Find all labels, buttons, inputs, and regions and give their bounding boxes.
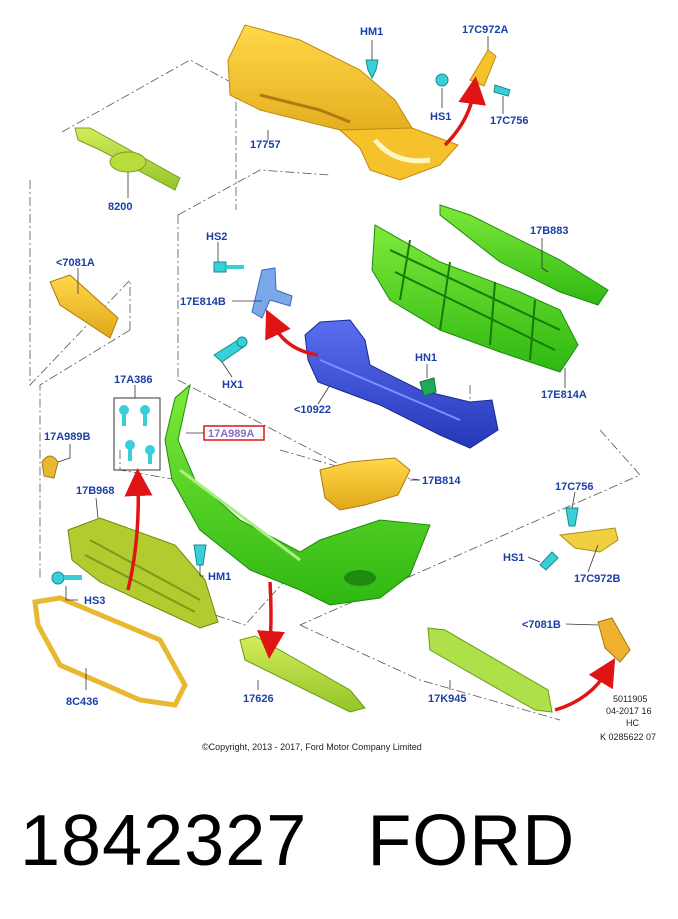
- label-7081b: <7081B: [522, 619, 561, 631]
- bumper-fascia-green[interactable]: [164, 383, 431, 606]
- label-17b814: 17B814: [422, 475, 461, 487]
- label-17626: 17626: [243, 693, 274, 705]
- screw-hs2[interactable]: [213, 261, 244, 273]
- label-hs1-right: HS1: [503, 552, 524, 564]
- clip-hm1-bottom[interactable]: [193, 544, 207, 566]
- part-labels: 8200 17757 HM1 17C972A HS1 17C756 17B883…: [44, 24, 621, 708]
- spoiler-17b883[interactable]: [439, 204, 609, 306]
- label-hn1: HN1: [415, 352, 437, 364]
- assembly-arrows: [124, 76, 616, 712]
- label-17c756-right: 17C756: [555, 481, 594, 493]
- bracket-17e814b[interactable]: [251, 267, 293, 319]
- label-17c972b: 17C972B: [574, 573, 621, 585]
- bumper-cover-17757[interactable]: [227, 24, 459, 181]
- screw-hs3[interactable]: [51, 571, 82, 585]
- clip-hm1-top[interactable]: [365, 59, 379, 80]
- label-17b968: 17B968: [76, 485, 115, 497]
- label-hm1-bottom: HM1: [208, 571, 231, 583]
- leader-lines: [57, 36, 599, 690]
- bracket-17b814[interactable]: [319, 457, 411, 511]
- part-number: 1842327: [20, 801, 308, 881]
- label-17e814a: 17E814A: [541, 389, 587, 401]
- label-17c756-top: 17C756: [490, 115, 529, 127]
- label-hx1: HX1: [222, 379, 243, 391]
- meta-line-3: HC: [626, 718, 639, 728]
- label-hs2: HS2: [206, 231, 227, 243]
- trim-ring-8c436[interactable]: [32, 595, 188, 708]
- meta-line-4: K 0285622 07: [600, 732, 656, 742]
- bracket-17a989b[interactable]: [41, 455, 59, 479]
- label-17757: 17757: [250, 139, 281, 151]
- nut-hn1[interactable]: [419, 377, 437, 397]
- bracket-7081a[interactable]: [49, 274, 119, 339]
- label-hm1-top: HM1: [360, 26, 383, 38]
- label-17c972a: 17C972A: [462, 24, 509, 36]
- label-hs1-top: HS1: [430, 111, 451, 123]
- diagram-meta: 5011905 04-2017 16 HC K 0285622 07: [600, 694, 656, 742]
- bracket-7081b[interactable]: [597, 617, 631, 663]
- fastener-kit-17a386[interactable]: [113, 397, 161, 471]
- part-number-banner: 1842327 FORD: [20, 800, 575, 882]
- screw-hx1[interactable]: [213, 336, 248, 363]
- assembly-guide-lines: [29, 59, 641, 721]
- grille-8200[interactable]: [74, 127, 181, 191]
- label-7081a: <7081A: [56, 257, 95, 269]
- copyright-text: ©Copyright, 2013 - 2017, Ford Motor Comp…: [202, 742, 422, 752]
- meta-line-2: 04-2017 16: [606, 706, 652, 716]
- label-8c436: 8C436: [66, 696, 98, 708]
- fastener-17c756-right[interactable]: [565, 507, 579, 527]
- label-17a386: 17A386: [114, 374, 153, 386]
- label-17a989b: 17A989B: [44, 431, 91, 443]
- impact-beam-10922[interactable]: [304, 319, 499, 449]
- bracket-17c972b[interactable]: [558, 527, 619, 553]
- label-17b883: 17B883: [530, 225, 569, 237]
- label-17e814b: 17E814B: [180, 296, 226, 308]
- label-10922: <10922: [294, 404, 331, 416]
- brand-name: FORD: [367, 801, 576, 881]
- strip-17k945[interactable]: [427, 627, 553, 713]
- label-17k945: 17K945: [428, 693, 467, 705]
- bracket-17c972a[interactable]: [435, 49, 511, 97]
- label-17a989a: 17A989A: [208, 428, 255, 440]
- label-hs3: HS3: [84, 595, 105, 607]
- screw-hs1-right[interactable]: [539, 551, 559, 571]
- reinforcement-17e814a[interactable]: [371, 224, 579, 373]
- parts-diagram: 8200 17757 HM1 17C972A HS1 17C756 17B883…: [29, 24, 656, 752]
- meta-line-1: 5011905: [613, 694, 647, 704]
- label-8200: 8200: [108, 201, 132, 213]
